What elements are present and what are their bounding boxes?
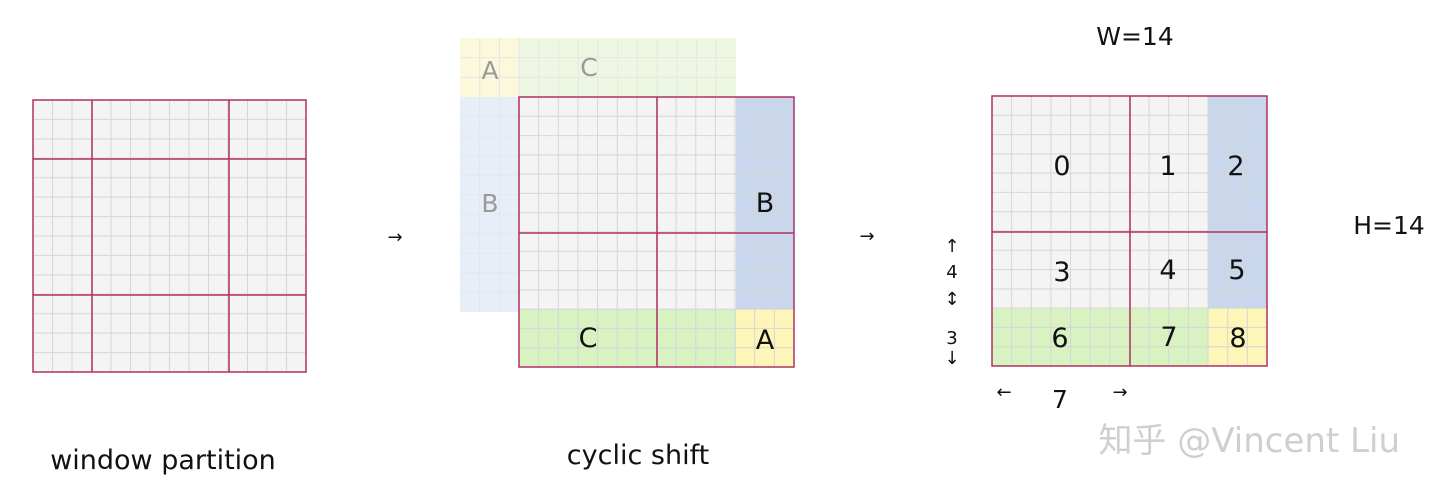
shift-label-c: C <box>579 323 598 354</box>
partition-window-borders <box>32 99 307 373</box>
shift-label-a: A <box>756 325 775 356</box>
height-label: H=14 <box>1353 211 1425 240</box>
index-region-blue <box>1208 96 1267 308</box>
col-arrow-right-icon: → <box>1112 382 1127 403</box>
row-arrow-updown-icon: ↕ <box>944 289 959 310</box>
window-id-7: 7 <box>1160 322 1177 353</box>
shift-region-b <box>736 97 794 309</box>
ghost-region-c <box>519 38 736 97</box>
cyclic-shift-panel: A C B B C A cyclic shift <box>460 38 795 471</box>
row-arrow-down-icon: ↓ <box>944 348 959 369</box>
shift-window-borders <box>518 96 795 368</box>
window-partition-caption: window partition <box>50 445 276 476</box>
window-partition-panel: window partition <box>32 99 307 476</box>
rows-lower-label: 3 <box>946 328 957 349</box>
ghost-grid-left <box>460 97 519 312</box>
rows-upper-label: 4 <box>946 262 957 283</box>
index-window-borders <box>991 95 1268 367</box>
row-arrow-up-icon: ↑ <box>944 236 959 257</box>
ghost-region-a <box>460 38 519 97</box>
step-arrow-1: → <box>387 227 402 248</box>
ghost-grid-top <box>460 38 736 97</box>
shift-label-b: B <box>756 188 775 219</box>
width-label: W=14 <box>1096 22 1173 51</box>
ghost-region-b <box>460 97 519 312</box>
index-region-yellow <box>1208 308 1267 366</box>
ghost-label-a: A <box>481 56 498 85</box>
window-id-2: 2 <box>1227 151 1244 182</box>
cols-label: 7 <box>1052 385 1068 414</box>
cyclic-shift-caption: cyclic shift <box>567 440 709 471</box>
window-index-panel: 0 1 2 3 4 5 6 7 8 W=14 H=14 ↑ 4 ↕ 3 ↓ ← … <box>944 22 1424 414</box>
window-id-8: 8 <box>1229 323 1246 354</box>
ghost-label-c: C <box>580 53 597 82</box>
shift-region-a <box>736 309 794 367</box>
col-arrow-left-icon: ← <box>996 382 1011 403</box>
step-arrow-2: → <box>859 226 874 247</box>
window-id-3: 3 <box>1053 257 1070 288</box>
shift-region-c <box>519 309 736 367</box>
window-id-0: 0 <box>1053 151 1070 182</box>
ghost-label-b: B <box>481 189 498 218</box>
window-id-5: 5 <box>1228 255 1245 286</box>
window-id-4: 4 <box>1159 255 1176 286</box>
index-region-green <box>992 308 1208 366</box>
window-id-6: 6 <box>1051 323 1068 354</box>
watermark: 知乎 @Vincent Liu <box>1098 421 1400 461</box>
window-id-1: 1 <box>1159 151 1176 182</box>
